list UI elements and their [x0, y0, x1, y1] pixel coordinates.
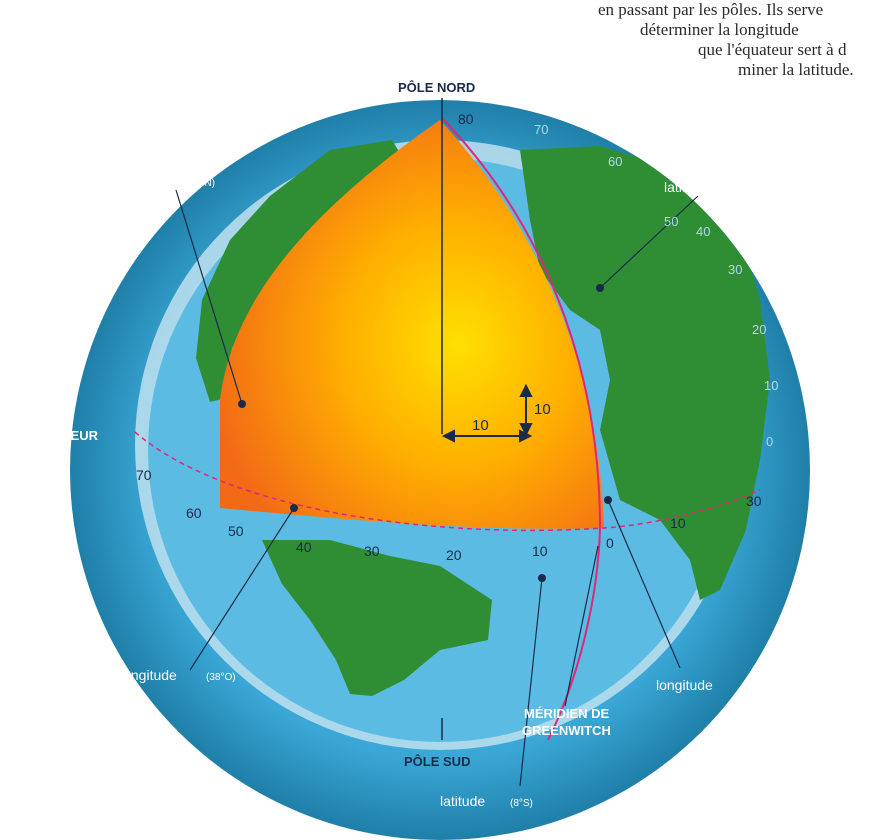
meridian-tick: 10: [764, 378, 778, 393]
equator-tick: 20: [446, 547, 462, 563]
callout-latitude-8s-word: latitude: [440, 793, 485, 809]
equator-line: [134, 431, 761, 532]
callout-latitude-8s-value: (8°S): [510, 798, 533, 809]
greenwich-label-line2: GREENWITCH: [522, 723, 611, 738]
equator-tick: 70: [136, 467, 152, 483]
callout-longitude-38o-word: longitude: [120, 667, 177, 683]
arrow-horizontal-label: 10: [472, 417, 489, 434]
equator-tick: 30: [364, 543, 380, 559]
equator-tick: 0: [606, 535, 614, 551]
south-pole-label: PÔLE SUD: [404, 754, 470, 769]
leader-dots: [238, 284, 612, 582]
right-tick-30: 30: [746, 493, 762, 509]
callout-longitude-3e-word: longitude: [656, 677, 713, 693]
meridian-tick: 0: [766, 434, 773, 449]
equator-tick: 10: [532, 543, 548, 559]
arrow-vertical-label: 10: [534, 401, 551, 418]
callout-latitude-48n-value: (48°N: [736, 184, 762, 195]
callout-latitude-48n: latitude (48°N: [664, 179, 762, 195]
caption-line-2: déterminer la longitude: [640, 20, 799, 39]
leader-lines: [175, 189, 699, 787]
meridian-tick: 60: [608, 154, 622, 169]
equator-tick-labels: 70 60 50 40 30 20 10 0 10: [136, 467, 686, 563]
caption-line-3: que l'équateur sert à d: [698, 40, 847, 59]
equator-tick: 60: [186, 505, 202, 521]
callout-longitude-38o: longitude (38°O): [120, 667, 236, 683]
north-pole-label: PÔLE NORD: [398, 80, 475, 95]
callout-latitude-20n: latitude (20°N): [118, 173, 215, 189]
equator-label: ÉQUATEUR: [26, 428, 99, 443]
callout-latitude-8s: latitude (8°S): [440, 793, 533, 809]
europe-africa-landmass: [520, 146, 770, 600]
equator-tick: 50: [228, 523, 244, 539]
equator-tick: 40: [296, 539, 312, 555]
north-top-tick: 80: [458, 111, 474, 127]
south-america-landmass: [262, 540, 492, 696]
meridian-tick: 30: [728, 262, 742, 277]
callout-longitude-3e: longitude (3°E): [656, 677, 769, 693]
equator-tick: 10: [670, 515, 686, 531]
callout-latitude-20n-word: latitude: [118, 173, 163, 189]
caption-line-4: miner la latitude.: [738, 60, 854, 79]
arrow-vertical: [519, 383, 533, 437]
meridian-tick: 40: [696, 224, 710, 239]
callout-longitude-38o-value: (38°O): [206, 672, 236, 683]
greenwich-label-line1: MÉRIDIEN DE: [524, 706, 610, 721]
meridian-tick: 50: [664, 214, 678, 229]
meridian-tick-labels: 70 60 50 40 30 20 10 0: [534, 122, 778, 449]
callout-latitude-48n-word: latitude: [664, 179, 709, 195]
callout-longitude-3e-value: (3°E): [746, 682, 769, 693]
meridian-tick: 70: [534, 122, 548, 137]
callout-latitude-20n-value: (20°N): [186, 178, 215, 189]
cutaway-wedge: [220, 120, 604, 529]
greenwich-meridian-line: [441, 117, 602, 741]
caption-line-1: en passant par les pôles. Ils serve: [598, 0, 824, 19]
meridian-tick: 20: [752, 322, 766, 337]
